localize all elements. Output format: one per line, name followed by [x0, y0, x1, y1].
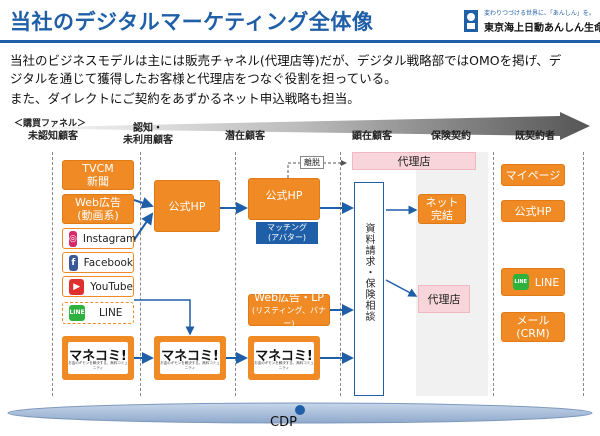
line-label: LINE: [99, 307, 123, 319]
facebook-box: f Facebook: [62, 252, 134, 273]
facebook-label: Facebook: [83, 256, 133, 269]
company-tagline: 変わりつづける世界に、「あんしん」を。: [484, 10, 595, 17]
web-ad-label: Web広告: [75, 196, 121, 209]
cdp-label: CDP: [270, 415, 297, 430]
web-ad-sub-label: (動画系): [77, 209, 119, 222]
line-icon: LINE: [512, 274, 529, 290]
web-ad-lp-box: Web広告・LP (リスティング、バナー): [248, 290, 330, 328]
mail-label: メール: [516, 314, 550, 327]
line-icon: LINE: [69, 305, 85, 321]
matching-label: マッチング: [267, 223, 307, 232]
agency-box: 代理店: [418, 285, 470, 313]
my-page-box: マイページ: [501, 164, 565, 186]
stage-potential: 潜在顧客: [225, 131, 265, 142]
avatar-label: (アバター): [268, 233, 306, 242]
manekomi-panel: マネコミ! お金のギモンを解決する、無料コミュニティ: [254, 342, 314, 374]
instagram-icon: ◎: [69, 230, 77, 247]
manekomi-caption: お金のギモンを解決する、無料コミュニティ: [68, 361, 128, 370]
newspaper-label: 新聞: [87, 175, 109, 188]
stage-aware-line2: 未利用顧客: [123, 135, 173, 146]
inquiry-consult-box: 資料請求・保険相談: [354, 182, 384, 396]
funnel-label: ＜購買ファネル＞: [14, 119, 87, 129]
cdp-bar: [7, 402, 593, 424]
manekomi-logo: マネコミ!: [255, 349, 313, 364]
stage-apparent: 顕在顧客: [352, 131, 392, 142]
tvcm-label: TVCM: [82, 162, 114, 175]
page-title: 当社のデジタルマーケティング全体像: [10, 10, 374, 34]
manekomi-logo: マネコミ!: [161, 349, 219, 364]
divider: [493, 152, 494, 396]
official-hp-box-1: 公式HP: [154, 180, 220, 232]
company-name: 東京海上日動あんしん生命: [484, 23, 600, 34]
matching-avatar-box: マッチング (アバター): [256, 222, 318, 244]
net-complete-box: ネット 完結: [418, 194, 466, 224]
divider: [340, 152, 341, 396]
logo-icon: [464, 10, 478, 32]
agency-top-box: 代理店: [352, 152, 476, 170]
intro-line-2: ジタルを通じて獲得したお客様と代理店をつなぐ役割を担っている。: [10, 71, 397, 86]
line-label: LINE: [534, 275, 560, 289]
manekomi-box-1: マネコミ! お金のギモンを解決する、無料コミュニティ: [62, 336, 134, 380]
divider: [140, 152, 141, 396]
divider: [235, 152, 236, 396]
stage-aware-line1: 認知・: [133, 123, 163, 134]
manekomi-caption: お金のギモンを解決する、無料コミュニティ: [160, 361, 220, 370]
web-ad-lp-label: Web広告・LP: [254, 290, 324, 304]
inquiry-consult-label: 資料請求・保険相談: [363, 223, 374, 322]
stage-contract: 保険契約: [431, 131, 471, 142]
youtube-box: ▶ YouTube: [62, 276, 134, 297]
instagram-box: ◎ Instagram: [62, 228, 137, 249]
manekomi-box-2: マネコミ! お金のギモンを解決する、無料コミュニティ: [154, 336, 226, 380]
web-ad-lp-sub-label: (リスティング、バナー): [251, 305, 327, 328]
stage-existing: 既契約者: [515, 131, 555, 142]
complete-label: 完結: [431, 209, 453, 222]
line-crm-box: LINE LINE: [501, 268, 565, 296]
web-ad-video-box: Web広告 (動画系): [62, 194, 134, 224]
manekomi-panel: マネコミ! お金のギモンを解決する、無料コミュニティ: [160, 342, 220, 374]
mail-crm-box: メール (CRM): [501, 312, 565, 342]
stage-unaware: 未認知顧客: [28, 131, 78, 142]
crm-label: (CRM): [516, 327, 550, 340]
title-rule: [0, 40, 600, 43]
contract-column-bg: [416, 152, 488, 396]
company-logo: 変わりつづける世界に、「あんしん」を。 東京海上日動あんしん生命: [462, 6, 600, 38]
stage-aware: 認知・ 未利用顧客: [108, 123, 188, 147]
manekomi-caption: お金のギモンを解決する、無料コミュニティ: [254, 361, 314, 370]
facebook-icon: f: [69, 254, 78, 271]
title-bar: 当社のデジタルマーケティング全体像 変わりつづける世界に、「あんしん」を。 東京…: [0, 0, 600, 44]
leak-label: 離脱: [300, 156, 324, 169]
intro-line-3: また、ダイレクトにご契約をあずかるネット申込戦略も担当。: [10, 91, 360, 106]
intro-line-1: 当社のビジネスモデルは主には販売チャネル(代理店等)だが、デジタル戦略部ではOM…: [10, 53, 562, 68]
youtube-label: YouTube: [90, 280, 133, 293]
official-hp-box-3: 公式HP: [501, 200, 565, 222]
manekomi-box-3: マネコミ! お金のギモンを解決する、無料コミュニティ: [248, 336, 320, 380]
tvcm-newspaper-box: TVCM 新聞: [62, 160, 134, 190]
manekomi-logo: マネコミ!: [69, 349, 127, 364]
divider: [583, 152, 584, 396]
funnel-arrow: [0, 112, 590, 140]
official-hp-box-2: 公式HP: [248, 178, 320, 220]
youtube-icon: ▶: [69, 278, 85, 295]
line-box: LINE LINE: [62, 302, 134, 324]
net-label: ネット: [425, 196, 459, 209]
instagram-label: Instagram: [82, 232, 137, 245]
divider: [52, 152, 53, 396]
manekomi-panel: マネコミ! お金のギモンを解決する、無料コミュニティ: [68, 342, 128, 374]
